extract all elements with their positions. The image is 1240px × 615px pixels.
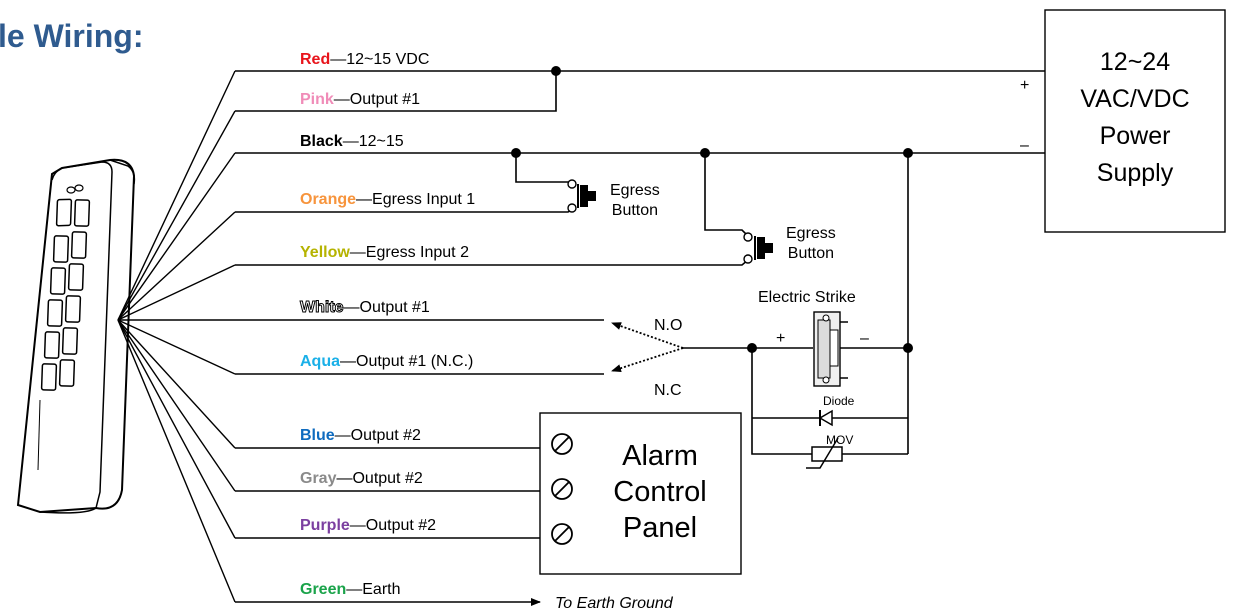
wire-label-gray: Gray—Output #2 xyxy=(300,471,423,487)
junction-dots xyxy=(511,66,913,353)
diode-symbol xyxy=(818,409,833,427)
earth-ground-label: To Earth Ground xyxy=(555,595,673,612)
wire-description: —Output #1 xyxy=(333,91,421,108)
egress-button-1-label: Egress Button xyxy=(610,181,660,221)
wire-color-name: Yellow xyxy=(300,244,350,261)
mov-symbol xyxy=(806,437,843,469)
contact-no-label: N.O xyxy=(654,317,683,334)
egress-button-2-symbol xyxy=(743,232,773,264)
mov-label: MOV xyxy=(826,433,854,447)
egress-button-2-label: Egress Button xyxy=(786,224,836,264)
wire-description: —Output #2 xyxy=(334,427,421,444)
egress-2-line-2: Button xyxy=(787,245,835,262)
alarm-line-3: Panel xyxy=(622,512,698,544)
wire-color-name: Orange xyxy=(300,191,357,208)
wire-label-purple: Purple—Output #2 xyxy=(300,518,436,534)
wire-color-name: Aqua xyxy=(300,353,340,370)
electric-strike-symbol xyxy=(813,311,848,387)
psu-line-1: 12~24 xyxy=(1099,48,1171,76)
wire-label-blue: Blue—Output #2 xyxy=(300,428,421,444)
wire-color-name: White xyxy=(300,299,345,316)
diode-label: Diode xyxy=(823,394,855,408)
egress-2-line-1: Egress xyxy=(786,225,836,242)
wire-description: —12~15 xyxy=(342,133,404,150)
wire-label-yellow: Yellow—Egress Input 2 xyxy=(300,245,469,261)
strike-plus-terminal: + xyxy=(776,330,786,347)
wire-color-name: Gray xyxy=(300,470,337,487)
wire-description: —Output #2 xyxy=(336,470,423,487)
wire-description: —Egress Input 1 xyxy=(356,191,476,208)
wire-color-name: Red xyxy=(300,51,331,68)
strike-minus-terminal: – xyxy=(860,330,869,347)
psu-plus-terminal: + xyxy=(1020,77,1030,94)
cable-fanout xyxy=(117,70,236,603)
contact-nc-label: N.C xyxy=(654,382,682,399)
alarm-line-2: Control xyxy=(613,476,707,508)
alarm-line-1: Alarm xyxy=(622,440,698,472)
wire-label-black: Black—12~15 xyxy=(300,134,404,150)
relay-contacts xyxy=(611,322,684,373)
egress-button-1-symbol xyxy=(567,179,596,213)
wire-description: —Output #2 xyxy=(349,517,437,534)
egress-1-line-2: Button xyxy=(611,202,659,219)
wire-description: —Earth xyxy=(346,581,401,598)
wire-label-orange: Orange—Egress Input 1 xyxy=(300,192,475,208)
electric-strike-label: Electric Strike xyxy=(758,289,856,306)
power-supply-label: 12~24 VAC/VDC Power Supply xyxy=(1050,44,1220,192)
wire-description: —12~15 VDC xyxy=(330,51,430,68)
power-supply-box xyxy=(1044,9,1226,233)
wire-color-name: Green xyxy=(300,581,347,598)
wire-label-aqua: Aqua—Output #1 (N.C.) xyxy=(300,354,473,370)
page-title: le Wiring: xyxy=(0,18,144,54)
alarm-panel-box xyxy=(539,412,742,575)
wire-color-name: Purple xyxy=(300,517,350,534)
wire-label-white: White—Output #1 xyxy=(300,299,430,316)
wire-description: —Output #1 (N.C.) xyxy=(340,353,474,370)
wire-description: —Egress Input 2 xyxy=(349,244,469,261)
wire-label-pink: Pink—Output #1 xyxy=(300,92,420,108)
wire-color-name: Black xyxy=(300,133,343,150)
alarm-panel-label: Alarm Control Panel xyxy=(595,438,725,546)
wire-label-red: Red—12~15 VDC xyxy=(300,52,429,68)
egress-1-line-1: Egress xyxy=(610,182,660,199)
wire-label-green: Green—Earth xyxy=(300,582,401,598)
keypad-reader xyxy=(16,158,136,514)
psu-line-3: Power xyxy=(1099,122,1171,150)
psu-minus-terminal: – xyxy=(1020,137,1029,154)
wire-color-name: Pink xyxy=(300,91,334,108)
psu-line-2: VAC/VDC xyxy=(1080,85,1190,113)
psu-line-4: Supply xyxy=(1096,159,1174,187)
screw-terminals xyxy=(551,433,573,545)
wire-description: —Output #1 xyxy=(343,299,430,316)
wire-color-name: Blue xyxy=(300,427,335,444)
